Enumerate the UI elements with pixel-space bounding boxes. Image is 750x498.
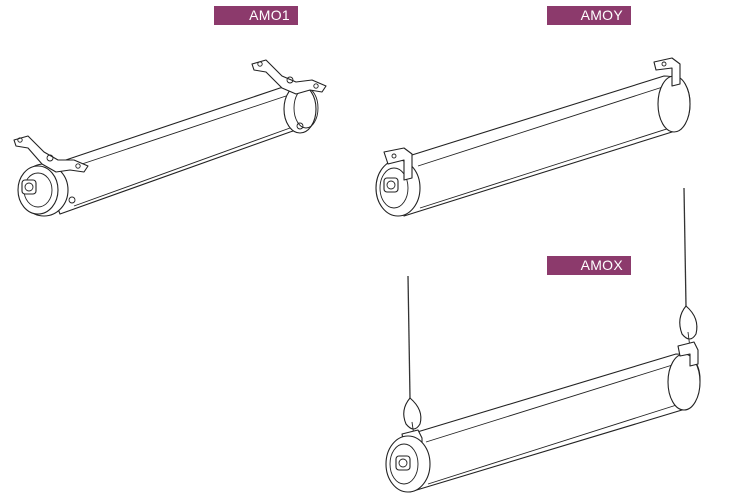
amox-fixture-drawing [385, 187, 701, 493]
amoy-tube-body [395, 75, 691, 217]
amoy-model-label: AMOY [547, 6, 631, 25]
amox-cable-gland [395, 455, 411, 471]
amox-right-suspension-wire [683, 187, 687, 307]
amox-right-hook [679, 305, 698, 340]
amoy-right-l-bracket [653, 57, 681, 87]
amox-tube-body [403, 353, 701, 493]
amo1-left-clamp-bracket [13, 135, 89, 173]
amo1-model-label: AMO1 [214, 6, 298, 25]
amo1-fixture-drawing [13, 59, 327, 217]
amo1-cable-gland [21, 179, 37, 195]
amox-right-bracket [677, 341, 699, 367]
amox-model-label: AMOX [547, 256, 631, 275]
amo1-tube-body [41, 86, 305, 215]
amoy-fixture-drawing [375, 57, 691, 217]
amoy-left-l-bracket [383, 147, 413, 181]
amoy-cable-gland [383, 177, 399, 193]
amox-left-suspension-wire [407, 275, 411, 399]
amox-left-hook [403, 397, 422, 430]
amo1-right-clamp-bracket [251, 59, 327, 95]
